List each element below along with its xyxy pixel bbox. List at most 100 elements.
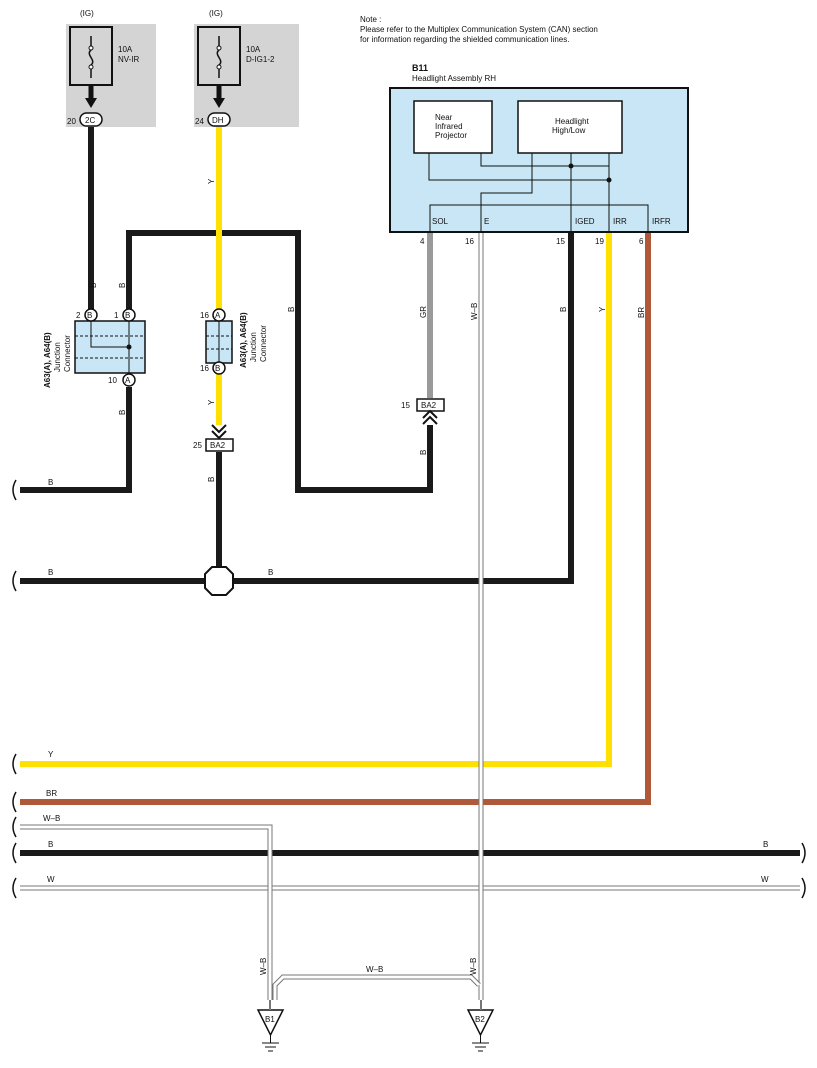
arrow-down-icon [85,98,97,108]
break-left [12,570,17,592]
break-left [12,842,17,864]
connector-code: BA2 [210,441,226,450]
internal-wiring [428,153,649,232]
wire-label: B [48,840,53,849]
pin-number: 16 [200,364,209,373]
terminal-label: E [484,217,489,226]
connector-pin: 25 [193,441,202,450]
wire-wb [272,974,481,1000]
wire-label: W–B [366,965,383,974]
break-left [12,816,17,838]
junction-label: Junction [53,342,62,372]
wire-label: B [118,283,127,288]
wire-breaks [12,479,806,899]
projector-label: Projector [435,131,467,140]
fuse-pin: 24 [195,117,204,126]
terminal-label: SOL [432,217,449,226]
terminal-pin: 16 [465,237,474,246]
junction-connector-1: B B A 2 1 10 A63(A), A64(B) Junction Con… [43,308,146,388]
wire-br [20,233,651,805]
projector-box [413,100,493,154]
terminal-pin: 6 [639,237,644,246]
pin-letter: B [215,364,220,373]
pin-letter: B [125,311,130,320]
pin-circle [212,361,226,375]
connector-oval [207,112,231,127]
wire-label: W [761,875,769,884]
wire-label: W–B [469,958,478,975]
break-left [12,753,17,775]
headlight-code: B11 [412,63,428,73]
note-block: Note : Please refer to the Multiplex Com… [360,15,598,44]
chevron-down-icon [211,424,227,440]
pin-circle [122,373,136,387]
break-left [12,479,17,501]
wire-label: W–B [259,958,268,975]
pin-number: 1 [114,311,119,320]
junction-codes: A63(A), A64(B) [239,312,248,368]
fuse-rating: 10A [118,45,133,54]
fuse-source: (IG) [209,9,223,18]
note-line-2: Please refer to the Multiplex Communicat… [360,25,598,34]
wires [20,127,800,1000]
wire-label: B [419,450,428,455]
wire-label: Y [207,178,216,184]
fuse-connector: 2C [85,116,95,125]
break-left [12,877,17,899]
wire-label: B [48,478,53,487]
ground-b2: B2 [466,1000,495,1052]
wire-label: B [48,568,53,577]
fuse-name: NV-IR [118,55,140,64]
pin-letter: A [215,311,221,320]
chevron-up-icon [422,409,438,425]
splice-dot [568,163,574,169]
pin-number: 2 [76,311,81,320]
pin-letter: B [87,311,92,320]
ground-label: B1 [265,1015,275,1024]
note-line-3: for information regarding the shielded c… [360,35,569,44]
pin-letter: A [125,376,131,385]
fuse-rating: 10A [246,45,261,54]
fuse-nv-ir: (IG) 10A NV-IR 20 2C [66,9,156,127]
splice-point [204,566,234,596]
headlight-name: Headlight Assembly RH [412,74,496,83]
fuse-connector: DH [212,116,224,125]
lamp-box [517,100,623,154]
wire-label: B [89,283,98,288]
wire-label: Y [598,306,607,312]
terminal-pin: 4 [420,237,425,246]
wire-b [20,387,132,493]
pin-circle [212,308,226,322]
connector-box [205,438,234,452]
connector-ba2-25: BA2 25 [193,424,234,452]
wire-label: BR [637,307,646,318]
break-left [12,791,17,813]
terminal-label: IGED [575,217,595,226]
note-title: Note : [360,15,381,24]
connector-oval [79,112,103,127]
junction-label: Connector [63,335,72,372]
wire-label: B [287,307,296,312]
wire-b [233,233,574,584]
fuse-d-ig1-2: (IG) 10A D-IG1-2 24 DH [194,9,299,127]
connector-pin: 15 [401,401,410,410]
junction-connector-2: A B 16 16 A63(A), A64(B) Junction Connec… [200,308,268,375]
lamp-label: Headlight [555,117,590,126]
wire-label: B [207,477,216,482]
pin-number: 16 [200,311,209,320]
junction-label: Connector [259,325,268,362]
wire-label: W–B [43,814,60,823]
wire-y [20,233,612,767]
wire-label: B [559,307,568,312]
projector-label: Infrared [435,122,463,131]
headlight-assembly: B11 Headlight Assembly RH Near Infrared … [389,63,689,246]
fuse-pin: 20 [67,117,76,126]
wire-label: B [763,840,768,849]
wire-labels: B B B Y Y B B GR B W–B B Y BR B B B Y BR… [43,178,769,975]
terminal-pin: 15 [556,237,565,246]
splice-dot [606,177,612,183]
wire-label: Y [48,750,54,759]
junction-label: Junction [249,332,258,362]
